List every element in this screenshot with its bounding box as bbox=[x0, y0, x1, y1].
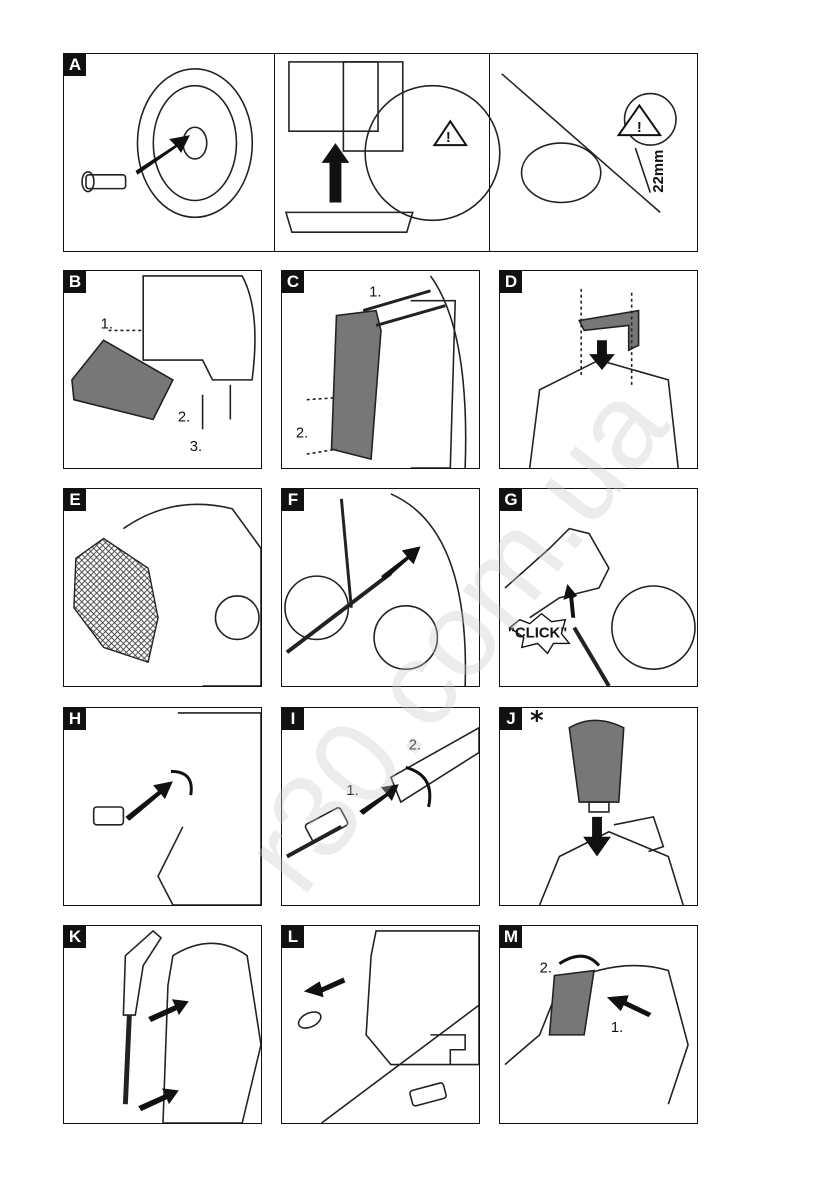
panel-letter: G bbox=[500, 489, 522, 511]
step-label: 1. bbox=[346, 783, 358, 799]
arrow-down-icon bbox=[589, 340, 615, 370]
panel-f-illustration bbox=[282, 489, 479, 686]
panel-letter: L bbox=[282, 926, 304, 948]
step-label: 3. bbox=[190, 439, 202, 455]
panel-letter: K bbox=[64, 926, 86, 948]
panel-letter: I bbox=[282, 708, 304, 730]
panel-d: D bbox=[499, 270, 698, 469]
panel-k-illustration bbox=[64, 926, 261, 1123]
panel-letter: C bbox=[282, 271, 304, 293]
step-label: 1. bbox=[369, 285, 381, 301]
panel-letter: H bbox=[64, 708, 86, 730]
panel-l: L bbox=[281, 925, 480, 1124]
panel-a: A ! ! 22mm bbox=[63, 53, 698, 252]
panel-letter: J bbox=[500, 708, 522, 730]
dimension-label: 22mm bbox=[651, 150, 667, 193]
panel-letter: M bbox=[500, 926, 522, 948]
arrow-icon bbox=[135, 135, 189, 175]
arrow-up-icon bbox=[563, 584, 577, 618]
click-label: "CLICK" bbox=[508, 625, 567, 641]
panel-d-illustration bbox=[500, 271, 697, 468]
panel-a-illustration: ! ! 22mm bbox=[64, 54, 697, 251]
panel-l-illustration bbox=[282, 926, 479, 1123]
rotate-icon bbox=[559, 956, 599, 965]
panel-c-illustration: 1. 2. bbox=[282, 271, 479, 468]
arrow-icon bbox=[148, 999, 189, 1022]
arrow-left-icon bbox=[304, 977, 346, 997]
arrow-icon bbox=[381, 546, 421, 580]
svg-text:!: ! bbox=[637, 120, 642, 136]
panel-f: F bbox=[281, 488, 480, 687]
step-label: 2. bbox=[540, 961, 552, 977]
panel-letter: F bbox=[282, 489, 304, 511]
rotate-icon bbox=[171, 771, 191, 795]
arrow-icon-2 bbox=[138, 1088, 179, 1111]
step-label: 2. bbox=[409, 738, 421, 754]
filter-screen bbox=[74, 538, 158, 662]
arrow-up-icon bbox=[322, 143, 350, 202]
panel-m: M 2. 1. bbox=[499, 925, 698, 1124]
panel-g: G "CLICK" bbox=[499, 488, 698, 687]
panel-e: E bbox=[63, 488, 262, 687]
panel-j-illustration bbox=[500, 708, 697, 905]
panel-h: H bbox=[63, 707, 262, 906]
panel-g-illustration: "CLICK" bbox=[500, 489, 697, 686]
panel-i: I 1. 2. bbox=[281, 707, 480, 906]
panel-h-illustration bbox=[64, 708, 261, 905]
panel-letter: D bbox=[500, 271, 522, 293]
arrow-icon bbox=[359, 784, 399, 815]
step-label: 2. bbox=[178, 409, 190, 425]
step-label: 2. bbox=[296, 425, 308, 441]
panel-m-illustration: 2. 1. bbox=[500, 926, 697, 1123]
panel-k: K bbox=[63, 925, 262, 1124]
panel-e-illustration bbox=[64, 489, 261, 686]
arrow-icon bbox=[125, 781, 173, 821]
panel-b-illustration: 1. 2. 3. bbox=[64, 271, 261, 468]
panel-letter: A bbox=[64, 54, 86, 76]
arrow-down-icon bbox=[583, 817, 611, 857]
step-label: 1. bbox=[101, 316, 113, 332]
step-label: 1. bbox=[611, 1020, 623, 1036]
panel-c: C 1. 2. bbox=[281, 270, 480, 469]
optional-asterisk: * bbox=[530, 707, 544, 736]
panel-letter: E bbox=[64, 489, 86, 511]
panel-b: B 1. 2. 3. bbox=[63, 270, 262, 469]
panel-letter: B bbox=[64, 271, 86, 293]
arrow-icon bbox=[607, 995, 652, 1017]
panel-j: J * bbox=[499, 707, 698, 906]
panel-i-illustration: 1. 2. bbox=[282, 708, 479, 905]
svg-text:!: ! bbox=[446, 130, 451, 146]
rotate-icon bbox=[406, 767, 430, 807]
